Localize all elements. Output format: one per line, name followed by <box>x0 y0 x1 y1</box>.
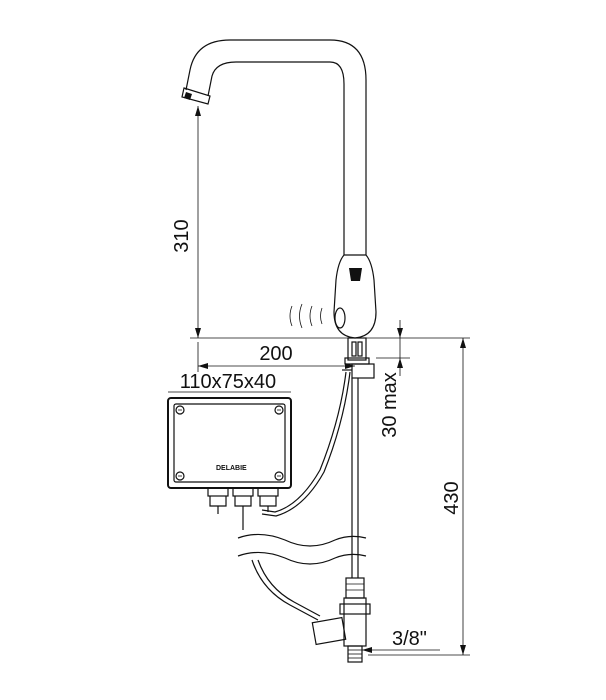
solenoid-valve <box>251 559 371 663</box>
electronic-box: DELABIE <box>167 397 292 530</box>
break-lines <box>237 533 367 565</box>
sensor-body <box>289 254 377 339</box>
dimension-box-label: 110x75x40 <box>180 371 276 393</box>
dimension-430-label: 430 <box>441 481 463 514</box>
dimension-310-label: 310 <box>171 219 193 252</box>
box-brand-label: DELABIE <box>216 465 247 472</box>
deck-fixing <box>342 337 375 379</box>
dimension-connection-label: 3/8" <box>392 628 427 650</box>
dimension-30max-label: 30 max <box>379 372 401 438</box>
dimension-lines <box>168 106 470 656</box>
spout <box>181 39 367 255</box>
dimension-200-label: 200 <box>259 343 292 365</box>
supply-hoses <box>261 371 359 578</box>
